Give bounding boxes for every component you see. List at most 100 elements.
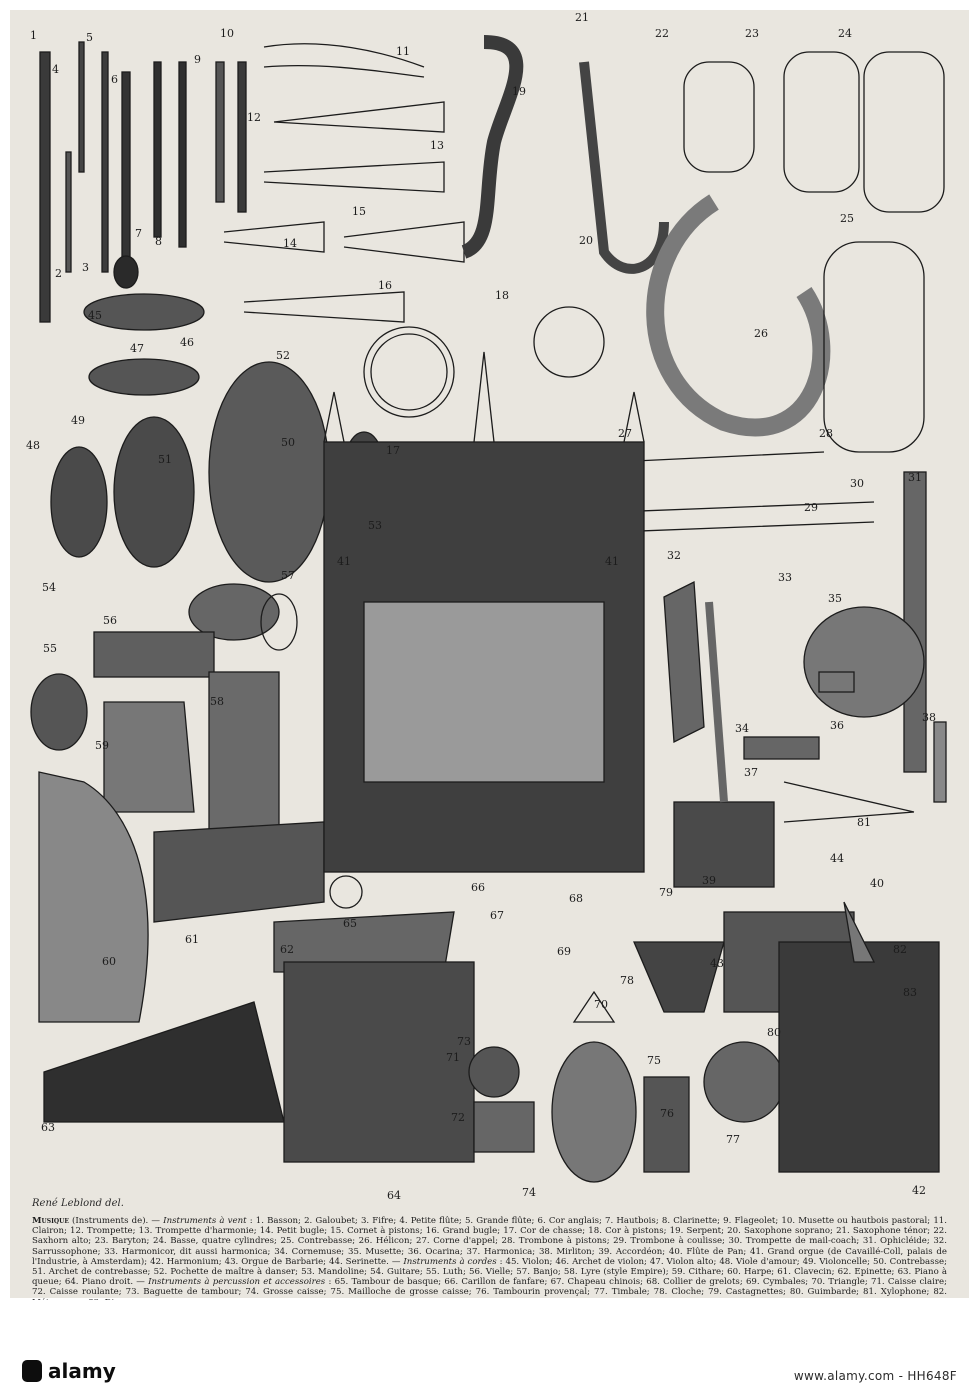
figure-label-50: 50: [281, 436, 295, 449]
figure-label-73: 73: [457, 1035, 471, 1048]
figure-label-1: 1: [30, 29, 37, 42]
organ-group: [323, 351, 645, 873]
figure-label-33: 33: [778, 571, 792, 584]
figure-label-16: 16: [378, 279, 392, 292]
caption-title: Musique: [32, 1216, 69, 1226]
figure-label-59: 59: [95, 739, 109, 752]
artist-signature: René Leblond del.: [32, 1198, 124, 1209]
figure-label-11: 11: [396, 45, 410, 58]
figure-label-13: 13: [430, 139, 444, 152]
figure-label-65: 65: [343, 917, 357, 930]
figure-label-35: 35: [828, 592, 842, 605]
figure-label-78: 78: [620, 974, 634, 987]
figure-label-6: 6: [111, 73, 118, 86]
figure-label-28: 28: [819, 427, 833, 440]
strings-list: : 45. Violon; 46. Archet de violon; 47. …: [32, 1256, 947, 1288]
figure-label-21: 21: [575, 11, 589, 24]
figure-label-66: 66: [471, 881, 485, 894]
woodwind-group: [39, 41, 247, 323]
figure-label-63: 63: [41, 1121, 55, 1134]
figure-label-47: 47: [130, 342, 144, 355]
figure-label-60: 60: [102, 955, 116, 968]
figure-label-61: 61: [185, 933, 199, 946]
instrument-illustrations: [24, 22, 954, 1207]
caption-subtitle: (Instruments de). —: [68, 1216, 164, 1226]
brass-group: [223, 35, 945, 773]
figure-label-54: 54: [42, 581, 56, 594]
figure-label-17: 17: [386, 444, 400, 457]
figure-label-32: 32: [667, 549, 681, 562]
alamy-logo: alamy: [22, 1359, 116, 1383]
figure-label-23: 23: [745, 27, 759, 40]
figure-label-12: 12: [247, 111, 261, 124]
figure-label-55: 55: [43, 642, 57, 655]
figure-label-74: 74: [522, 1186, 536, 1199]
figure-label-70: 70: [594, 998, 608, 1011]
figure-label-49: 49: [71, 414, 85, 427]
figure-label-57: 57: [281, 569, 295, 582]
figure-label-69: 69: [557, 945, 571, 958]
figure-label-37: 37: [744, 766, 758, 779]
figure-label-56: 56: [103, 614, 117, 627]
figure-label-41: 41: [337, 555, 351, 568]
figure-label-31: 31: [908, 471, 922, 484]
figure-label-19: 19: [512, 85, 526, 98]
figure-label-30: 30: [850, 477, 864, 490]
figure-label-79: 79: [659, 886, 673, 899]
stock-footer: alamy www.alamy.com - HH648F: [0, 1300, 979, 1390]
figure-label-44: 44: [830, 852, 844, 865]
figure-label-14: 14: [283, 237, 297, 250]
figure-label-24: 24: [838, 27, 852, 40]
figure-label-46: 46: [180, 336, 194, 349]
figure-label-45: 45: [88, 309, 102, 322]
string-group: [30, 293, 475, 1163]
figure-label-25: 25: [840, 212, 854, 225]
figure-label-3: 3: [82, 261, 89, 274]
figure-label-36: 36: [830, 719, 844, 732]
figure-label-51: 51: [158, 453, 172, 466]
figure-label-71: 71: [446, 1051, 460, 1064]
figure-label-62: 62: [280, 943, 294, 956]
engraving-drawing: [30, 35, 947, 1183]
logo-wordmark: alamy: [48, 1359, 116, 1383]
caption-text: Musique (Instruments de). — Instruments …: [32, 1216, 947, 1308]
figure-label-42: 42: [912, 1184, 926, 1197]
figure-label-58: 58: [210, 695, 224, 708]
figure-label-20: 20: [579, 234, 593, 247]
figure-label-22: 22: [655, 27, 669, 40]
figure-label-75: 75: [647, 1054, 661, 1067]
figure-label-76: 76: [660, 1107, 674, 1120]
figure-label-34: 34: [735, 722, 749, 735]
figure-label-7: 7: [135, 227, 142, 240]
strings-heading: Instruments à cordes: [403, 1256, 497, 1267]
figure-label-15: 15: [352, 205, 366, 218]
figure-label-8: 8: [155, 235, 162, 248]
figure-label-40: 40: [870, 877, 884, 890]
figure-label-80: 80: [767, 1026, 781, 1039]
figure-label-72: 72: [451, 1111, 465, 1124]
figure-label-10: 10: [220, 27, 234, 40]
percussion-heading: Instruments à percussion et accessoires: [148, 1277, 326, 1288]
figure-label-18: 18: [495, 289, 509, 302]
winds-heading: Instruments à vent: [163, 1216, 247, 1226]
figure-label-48: 48: [26, 439, 40, 452]
figure-label-29: 29: [804, 501, 818, 514]
figure-label-81: 81: [857, 816, 871, 829]
winds-list: : 1. Basson; 2. Galoubet; 3. Fifre; 4. P…: [32, 1216, 947, 1267]
percussion-group: [329, 580, 947, 1183]
figure-label-52: 52: [276, 349, 290, 362]
figure-label-4: 4: [52, 63, 59, 76]
figure-label-82: 82: [893, 943, 907, 956]
figure-label-68: 68: [569, 892, 583, 905]
figure-label-53: 53: [368, 519, 382, 532]
figure-label-39: 39: [702, 874, 716, 887]
figure-label-26: 26: [754, 327, 768, 340]
figure-label-27: 27: [618, 427, 632, 440]
stock-image-id: www.alamy.com - HH648F: [793, 1369, 957, 1383]
figure-label-2: 2: [55, 267, 62, 280]
figure-label-77: 77: [726, 1133, 740, 1146]
figure-label-38: 38: [922, 711, 936, 724]
figure-label-43: 43: [710, 957, 724, 970]
figure-label-83: 83: [903, 986, 917, 999]
